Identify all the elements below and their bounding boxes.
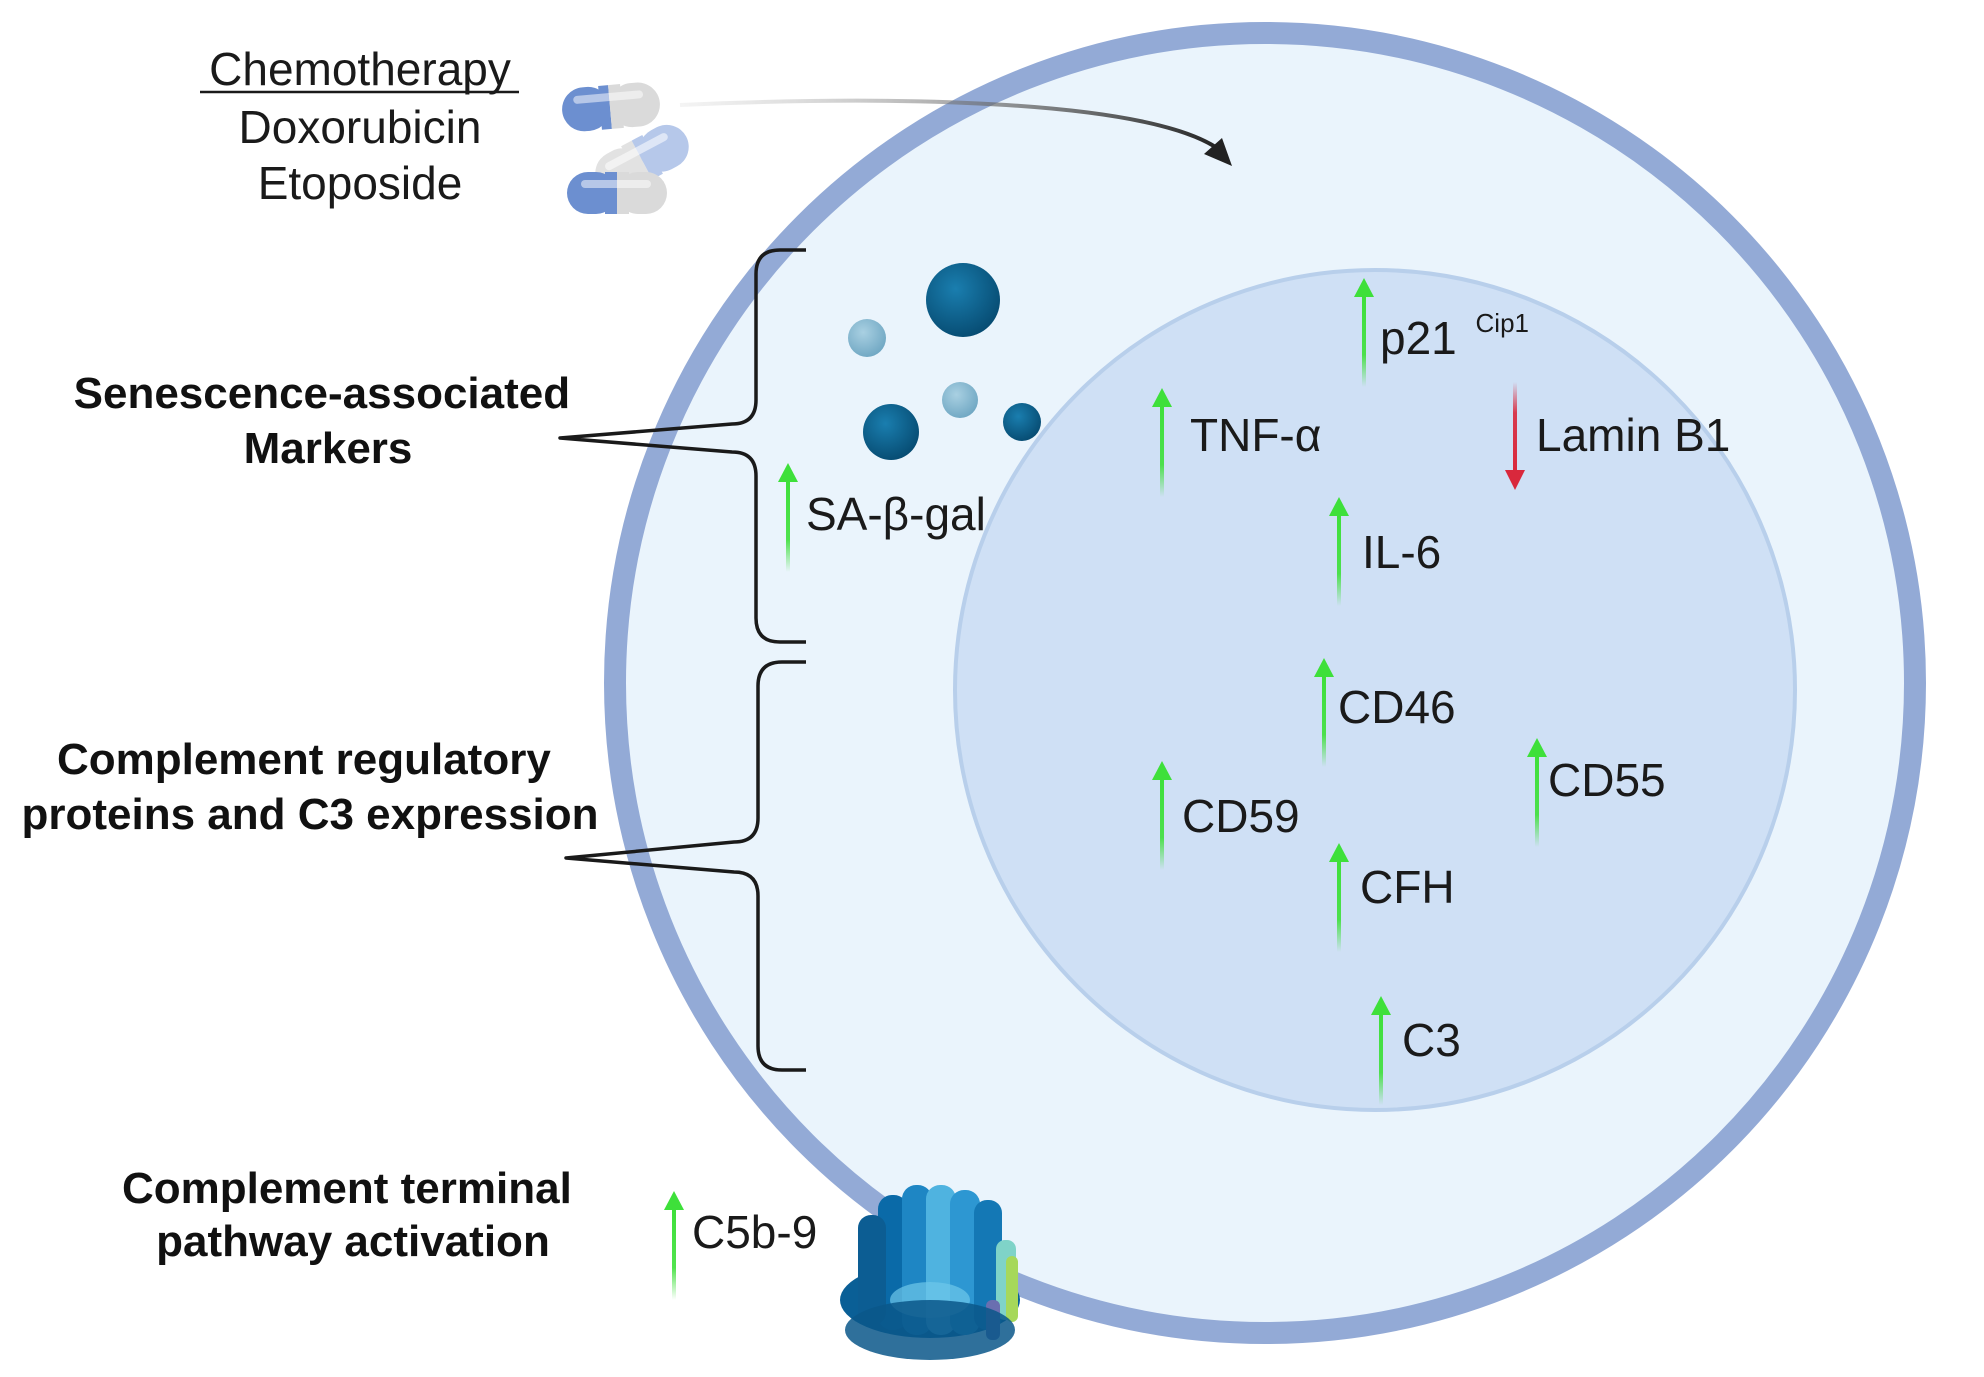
vesicle-icon [863, 404, 919, 460]
c5b-9-arrowhead-icon [664, 1191, 684, 1210]
p21-arrowhead-icon [1354, 278, 1374, 297]
drug-agent-doxorubicin: Doxorubicin [239, 101, 482, 153]
senescence-label-line-2: Markers [244, 424, 413, 473]
membrane-attack-complex-icon [840, 1185, 1020, 1360]
sa-beta-gal-arrowhead-icon [778, 463, 798, 482]
senescence-brace [558, 248, 806, 644]
drug-heading: Chemotherapy [209, 43, 511, 95]
drug-entry-arrow [679, 98, 1222, 152]
vesicle-icon [848, 319, 886, 357]
p21-up-arrow-icon [1362, 295, 1366, 387]
cfh-up-arrow-icon [1337, 860, 1341, 952]
complement-regulatory-label: Complement regulatory proteins and C3 ex… [21, 735, 598, 839]
lamin-b1-down-arrow-icon [1513, 382, 1517, 470]
terminal-label-line-2: pathway activation [156, 1217, 550, 1266]
il-6-up-arrow-icon [1337, 514, 1341, 606]
cd55-up-arrow-icon [1535, 755, 1539, 847]
senescence-label-line-1: Senescence-associated [74, 369, 571, 418]
terminal-label-line-1: Complement terminal [122, 1164, 572, 1213]
senescence-markers-label: Senescence-associated Markers [74, 369, 583, 473]
drug-entry-arrowhead-icon [1204, 138, 1232, 166]
c5b-9-up-arrow-icon [672, 1208, 676, 1300]
cfh-label: CFH [1360, 861, 1455, 913]
complement-label-line-1: Complement regulatory [57, 735, 551, 784]
c3-arrowhead-icon [1371, 996, 1391, 1015]
drug-agent-etoposide: Etoposide [258, 157, 463, 209]
cd55-label: CD55 [1548, 754, 1666, 806]
capsule-icon [567, 172, 667, 214]
cd46-arrowhead-icon [1314, 658, 1334, 677]
cfh-arrowhead-icon [1329, 843, 1349, 862]
cd59-arrowhead-icon [1152, 761, 1172, 780]
vesicle-icon [1003, 403, 1041, 441]
lamin-b1-arrowhead-icon [1505, 470, 1525, 490]
p21-label-main: p21 [1380, 312, 1457, 364]
p21-label-superscript: Cip1 [1476, 308, 1529, 338]
cd46-up-arrow-icon [1322, 675, 1326, 767]
c5b-9-label: C5b-9 [692, 1206, 817, 1258]
tnf-alpha-up-arrow-icon [1160, 405, 1164, 497]
nucleus [953, 268, 1797, 1112]
capsule-icon [562, 82, 660, 132]
sa-beta-gal-up-arrow-icon [786, 480, 790, 572]
complement-label-line-2: proteins and C3 expression [21, 790, 598, 839]
c3-label: C3 [1402, 1014, 1461, 1066]
il-6-label: IL-6 [1362, 526, 1441, 578]
p21-label: p21 Cip1 [1380, 308, 1529, 364]
cd46-label: CD46 [1338, 681, 1456, 733]
complement-brace [564, 660, 806, 1072]
tnf-alpha-label: TNF-α [1190, 409, 1321, 461]
c3-up-arrow-icon [1379, 1013, 1383, 1105]
cd59-up-arrow-icon [1160, 778, 1164, 870]
sa-beta-gal-label: SA-β-gal [806, 488, 986, 540]
vesicle-icon [942, 382, 978, 418]
tnf-alpha-arrowhead-icon [1152, 388, 1172, 407]
lamin-b1-label: Lamin B1 [1536, 409, 1730, 461]
vesicle-icon [926, 263, 1000, 337]
cd55-arrowhead-icon [1527, 738, 1547, 757]
cd59-label: CD59 [1182, 790, 1300, 842]
terminal-pathway-label: Complement terminal pathway activation [122, 1164, 584, 1266]
il-6-arrowhead-icon [1329, 497, 1349, 516]
